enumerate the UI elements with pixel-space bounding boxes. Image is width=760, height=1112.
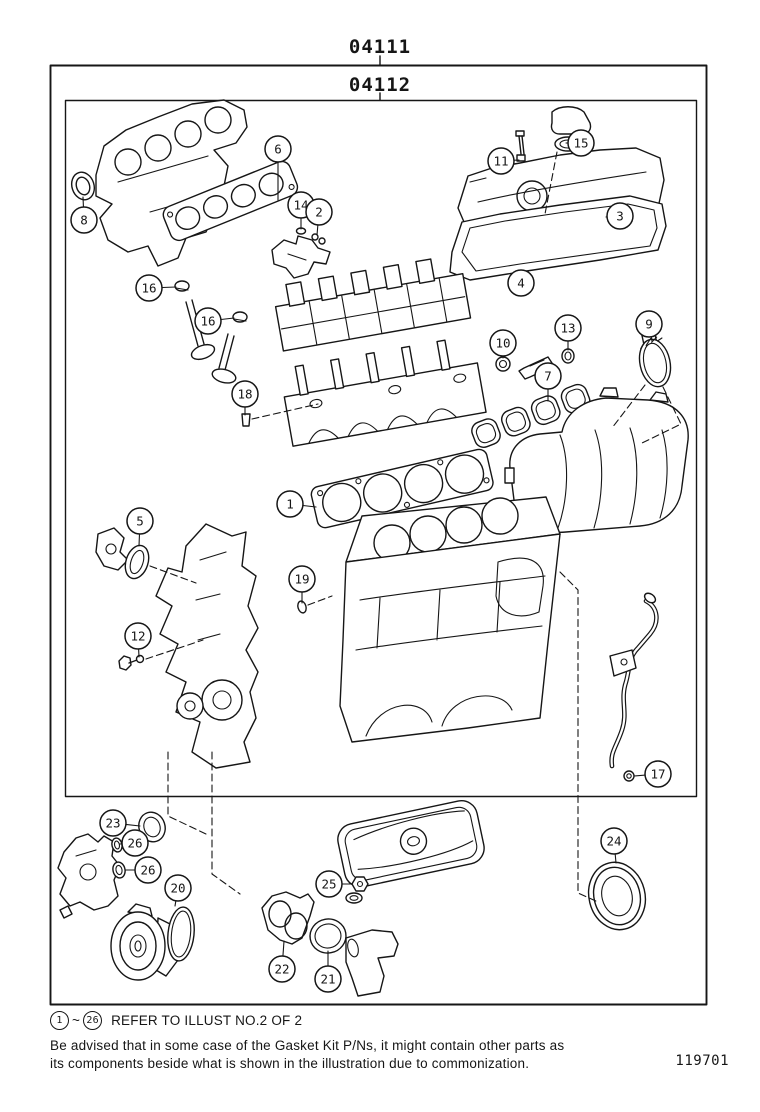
callout-20: 20 bbox=[164, 874, 192, 902]
callout-layer: 8 6 14 2 11 15 3 4 16 16 18 10 13 9 7 1 19 5 12 17 23 26 26 20 2… bbox=[70, 129, 672, 993]
exhaust-manifold-gasket-drawing bbox=[162, 160, 299, 242]
water-outlet-spout-drawing bbox=[345, 929, 399, 997]
svg-text:20: 20 bbox=[170, 881, 185, 896]
refer-note: 1 ~ 26 REFER TO ILLUST NO.2 OF 2 bbox=[50, 1011, 302, 1030]
svg-text:8: 8 bbox=[80, 213, 88, 228]
callout-11: 11 bbox=[487, 147, 515, 175]
callout-8: 8 bbox=[70, 206, 98, 234]
svg-text:3: 3 bbox=[616, 209, 624, 224]
intake-manifold-drawing bbox=[504, 387, 689, 533]
valve-stem-seals-drawing bbox=[174, 280, 248, 323]
svg-text:16: 16 bbox=[141, 281, 156, 296]
callout-26: 26 bbox=[134, 856, 162, 884]
oil-seal-8-drawing bbox=[70, 171, 96, 201]
svg-text:22: 22 bbox=[274, 962, 289, 977]
svg-text:19: 19 bbox=[294, 572, 309, 587]
timing-chain-cover-drawing bbox=[155, 523, 259, 769]
oil-pan-drawing bbox=[337, 800, 485, 888]
oil-level-gauge-guide-drawing bbox=[609, 592, 659, 782]
svg-text:24: 24 bbox=[606, 834, 621, 849]
water-pump-body-drawing bbox=[57, 833, 121, 919]
callout-21: 21 bbox=[314, 965, 342, 993]
advisory-line-2: its components beside what is shown in t… bbox=[50, 1056, 530, 1071]
water-inlet-housing-drawing bbox=[261, 891, 315, 945]
callout-4: 4 bbox=[507, 269, 535, 297]
engine-valves-drawing bbox=[185, 299, 237, 384]
svg-text:26: 26 bbox=[127, 836, 142, 851]
advisory-line-1: Be advised that in some case of the Gask… bbox=[50, 1038, 565, 1053]
svg-text:6: 6 bbox=[274, 142, 282, 157]
svg-text:4: 4 bbox=[517, 276, 525, 291]
callout-7: 7 bbox=[534, 362, 562, 390]
bolt-12-drawing bbox=[118, 654, 145, 671]
water-bypass-gasket-drawing bbox=[95, 527, 150, 580]
cylinder-head-gasket-drawing bbox=[310, 448, 494, 529]
engine-block-drawing bbox=[339, 496, 561, 743]
svg-text:17: 17 bbox=[650, 767, 665, 782]
svg-text:26: 26 bbox=[140, 863, 155, 878]
callout-3: 3 bbox=[606, 202, 634, 230]
callout-1: 1 bbox=[276, 490, 304, 518]
callout-5: 5 bbox=[126, 507, 154, 535]
svg-text:2: 2 bbox=[315, 205, 323, 220]
callout-24: 24 bbox=[600, 827, 628, 855]
drain-plug-and-washer-drawing bbox=[345, 876, 369, 904]
range-separator: ~ bbox=[72, 1013, 81, 1028]
callout-15: 15 bbox=[567, 129, 595, 157]
callout-12: 12 bbox=[124, 622, 152, 650]
kit-code-04112: 04112 bbox=[348, 74, 412, 96]
svg-text:21: 21 bbox=[320, 972, 335, 987]
callout-range-end: 26 bbox=[83, 1011, 103, 1030]
seal-ring-21-drawing bbox=[309, 918, 347, 954]
svg-text:15: 15 bbox=[573, 136, 588, 151]
callout-6: 6 bbox=[264, 135, 292, 163]
svg-text:16: 16 bbox=[200, 314, 215, 329]
cover-bolt-drawing bbox=[515, 130, 526, 162]
callout-range-start: 1 bbox=[50, 1011, 69, 1030]
svg-text:12: 12 bbox=[130, 629, 145, 644]
svg-text:23: 23 bbox=[105, 816, 120, 831]
svg-text:25: 25 bbox=[321, 877, 336, 892]
cylinder-head-drawing bbox=[283, 339, 487, 447]
illustration-code: 119701 bbox=[675, 1053, 729, 1069]
callout-23: 23 bbox=[99, 809, 127, 837]
crankshaft-oil-seal-drawing bbox=[587, 861, 647, 931]
orings-26-drawing bbox=[111, 837, 126, 879]
svg-text:9: 9 bbox=[645, 317, 653, 332]
oring-13-drawing bbox=[561, 348, 575, 364]
svg-text:1: 1 bbox=[286, 497, 294, 512]
callout-17: 17 bbox=[644, 760, 672, 788]
callout-13: 13 bbox=[554, 314, 582, 342]
callout-22: 22 bbox=[268, 955, 296, 983]
callout-19: 19 bbox=[288, 565, 316, 593]
callout-18: 18 bbox=[231, 380, 259, 408]
water-pump-gasket-drawing bbox=[167, 906, 195, 962]
callout-2: 2 bbox=[305, 198, 333, 226]
svg-text:14: 14 bbox=[293, 198, 308, 213]
kit-code-04111: 04111 bbox=[348, 36, 412, 58]
svg-text:13: 13 bbox=[560, 321, 575, 336]
callout-16: 16 bbox=[194, 307, 222, 335]
kit-04112-boundary bbox=[64, 99, 698, 798]
callout-16: 16 bbox=[135, 274, 163, 302]
svg-text:10: 10 bbox=[495, 336, 510, 351]
plug-18-drawing bbox=[241, 413, 251, 427]
assembly-reference-lines bbox=[145, 151, 682, 903]
manifold-stay-bracket-drawing bbox=[271, 227, 331, 279]
callout-10: 10 bbox=[489, 329, 517, 357]
pin-19-drawing bbox=[297, 600, 307, 614]
callout-25: 25 bbox=[315, 870, 343, 898]
svg-text:11: 11 bbox=[493, 154, 508, 169]
callout-26: 26 bbox=[121, 829, 149, 857]
exhaust-manifold-drawing bbox=[95, 99, 248, 267]
svg-text:7: 7 bbox=[544, 369, 552, 384]
svg-text:5: 5 bbox=[136, 514, 144, 529]
svg-text:18: 18 bbox=[237, 387, 252, 402]
camshaft-housing-drawing bbox=[274, 258, 472, 352]
hose-clamp-drawing bbox=[638, 330, 672, 388]
kit-04111-boundary bbox=[49, 64, 708, 1006]
refer-text: REFER TO ILLUST NO.2 OF 2 bbox=[111, 1013, 303, 1028]
callout-9: 9 bbox=[635, 310, 663, 338]
